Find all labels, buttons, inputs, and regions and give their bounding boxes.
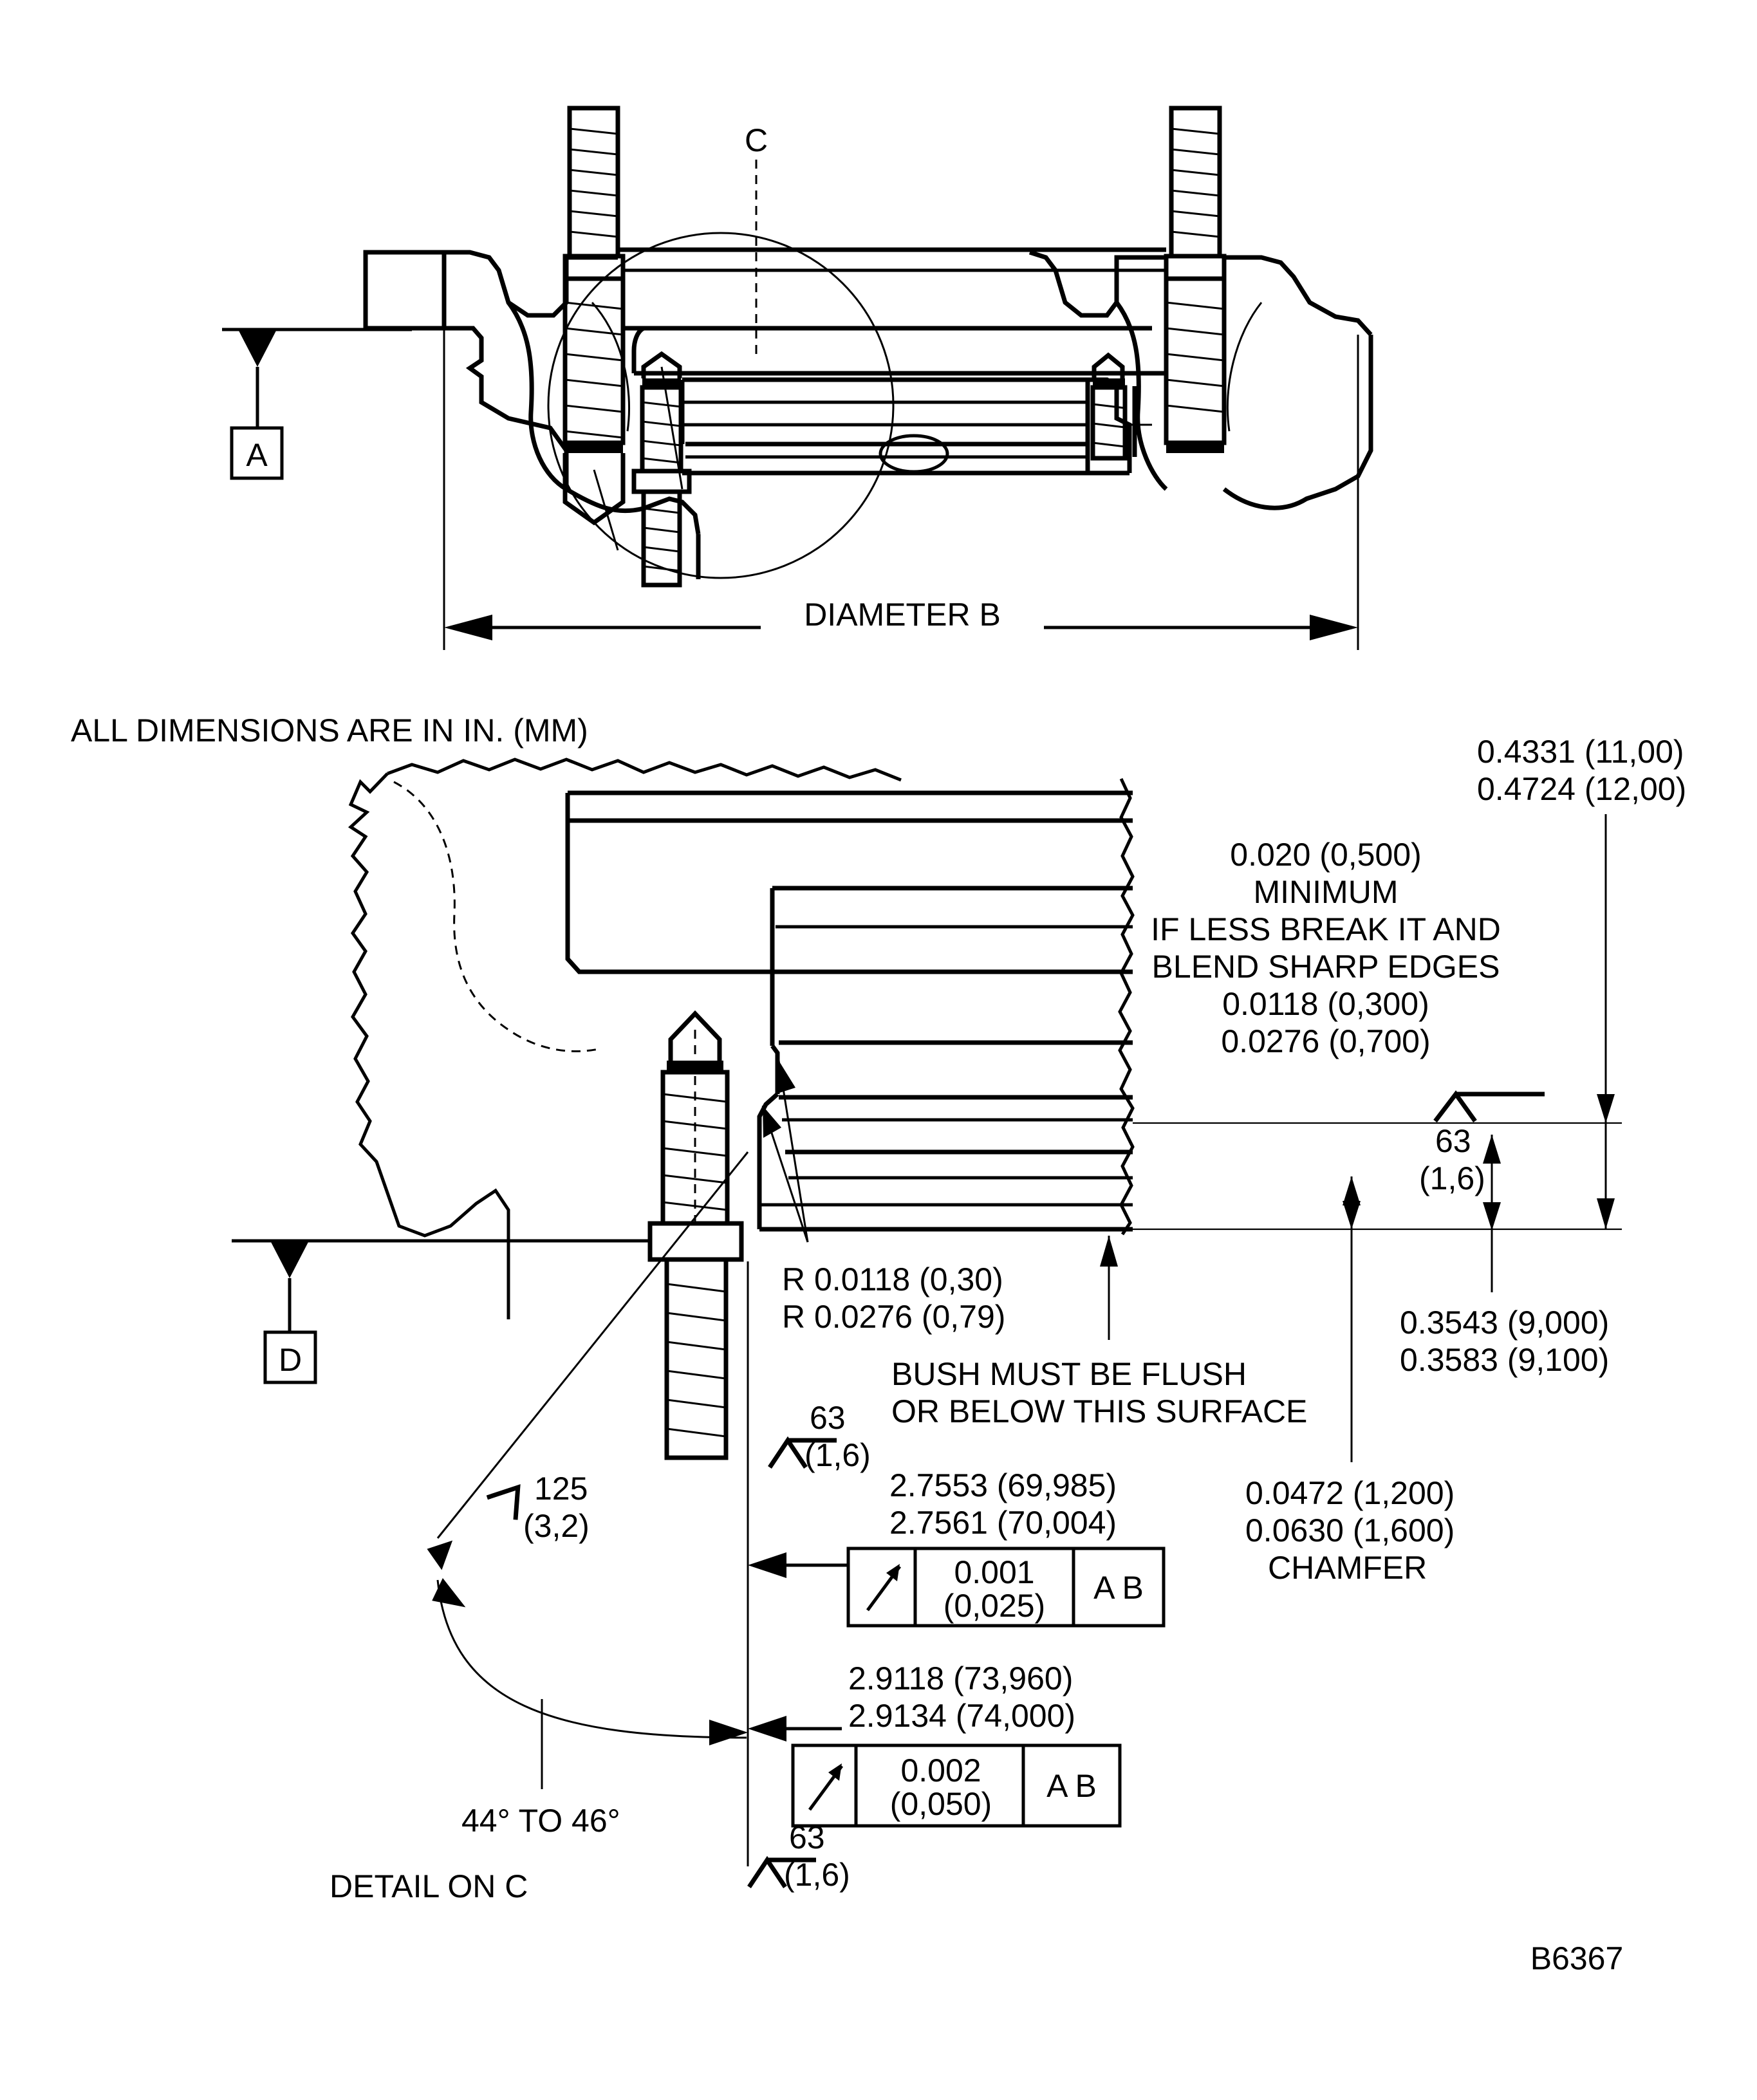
angle-note: 44° TO 46° [461, 1803, 620, 1839]
bore-2-control-frame: 0.002 (0,050) A B [791, 1743, 1122, 1828]
bore-2-datums: A B [1046, 1768, 1097, 1804]
drum-top-plate [618, 247, 1169, 376]
bore-1-datums: A B [1093, 1570, 1144, 1606]
bore-2-tolerance-mm: (0,050) [890, 1786, 992, 1822]
finish-63-right-value: 63 [1435, 1123, 1471, 1159]
finish-63-mid: 63 (1,6) [768, 1400, 871, 1473]
chamfer-line-2: 0.0630 (1,600) [1245, 1512, 1455, 1548]
bore-1-tolerance-in: 0.001 [954, 1554, 1034, 1590]
bush-flush-note: BUSH MUST BE FLUSH OR BELOW THIS SURFACE [891, 1236, 1307, 1429]
circular-runout-icon [866, 1564, 902, 1612]
drawing-number: B6367 [1530, 1940, 1624, 1976]
detail-callout-c: C [745, 122, 768, 158]
break-note-line-2: MINIMUM [1254, 874, 1399, 910]
datum-d-label: D [279, 1342, 302, 1378]
height-lower-2: 0.3583 (9,100) [1400, 1342, 1609, 1378]
upper-height-dimension: 0.4331 (11,00) 0.4724 (12,00) [1133, 734, 1686, 1231]
diameter-b-label: DIAMETER B [804, 597, 1001, 633]
stud-right-lower [1090, 352, 1128, 461]
hub-casting-right [1028, 250, 1373, 510]
chamfer-dimension: 0.0472 (1,200) 0.0630 (1,600) CHAMFER [1245, 1176, 1455, 1586]
break-note-line-5: 0.0118 (0,300) [1222, 986, 1429, 1022]
finish-63-bottom-value: 63 [789, 1819, 825, 1855]
detail-view-group: D 0.020 (0,500) MINIMUM IF LESS BREAK IT… [232, 734, 1686, 1904]
break-note-line-6: 0.0276 (0,700) [1221, 1023, 1430, 1059]
height-upper-2: 0.4724 (12,00) [1477, 771, 1686, 807]
bore-1-tolerance-mm: (0,025) [944, 1588, 1045, 1624]
detail-view-title: DETAIL ON C [330, 1868, 528, 1904]
finish-125-and-angle: 125 (3,2) 44° TO 46° [427, 1151, 749, 1839]
finish-125-value: 125 [534, 1471, 588, 1507]
bore-1-lower: 2.7561 (70,004) [889, 1505, 1117, 1541]
stud-left-upper [562, 106, 626, 551]
datum-a-label: A [246, 437, 268, 473]
radius-callouts: R 0.0118 (0,30) R 0.0276 (0,79) [761, 1060, 1005, 1335]
stud-right-upper [1164, 106, 1227, 453]
bore-2-tolerance-in: 0.002 [900, 1752, 981, 1789]
chamfer-label: CHAMFER [1268, 1550, 1427, 1586]
bush-note-line-1: BUSH MUST BE FLUSH [891, 1356, 1247, 1392]
radius-callout-1: R 0.0118 (0,30) [782, 1261, 1003, 1297]
bore-1-control-frame: 0.001 (0,025) A B [846, 1547, 1166, 1628]
units-note: ALL DIMENSIONS ARE IN IN. (MM) [71, 712, 588, 748]
diameter-b-dimension: DIAMETER B [443, 330, 1359, 650]
datum-d-symbol: D [232, 1239, 650, 1384]
bore-1-upper: 2.7553 (69,985) [889, 1467, 1117, 1503]
detail-circle-c [547, 232, 895, 579]
break-note-line-3: IF LESS BREAK IT AND [1151, 911, 1501, 947]
height-upper-1: 0.4331 (11,00) [1477, 734, 1684, 770]
finish-125-metric: (3,2) [523, 1508, 590, 1544]
bush-note-line-2: OR BELOW THIS SURFACE [891, 1393, 1307, 1429]
lower-height-dimension: 0.3543 (9,000) 0.3583 (9,100) [1400, 1135, 1609, 1378]
finish-63-bottom: 63 (1,6) [747, 1819, 850, 1893]
hub-casting-left [363, 250, 701, 579]
bore-2-dimension: 2.9118 (73,960) 2.9134 (74,000) 0.002 (0… [748, 1660, 1122, 1828]
datum-a-symbol: A [222, 328, 412, 480]
radius-callout-2: R 0.0276 (0,79) [782, 1299, 1005, 1335]
finish-63-mid-metric: (1,6) [804, 1437, 871, 1473]
casting-break-outline [348, 757, 902, 1319]
stud-left-lower [631, 351, 692, 588]
bore-2-upper: 2.9118 (73,960) [848, 1660, 1073, 1696]
top-view-group: C A DIAMETER B [222, 106, 1373, 650]
bore-1-dimension: 2.7553 (69,985) 2.7561 (70,004) 0.001 (0… [748, 1467, 1166, 1628]
finish-63-right: 63 (1,6) [1419, 1090, 1545, 1196]
detail-stud [647, 1010, 744, 1460]
finish-63-bottom-metric: (1,6) [784, 1857, 850, 1893]
bore-2-lower: 2.9134 (74,000) [848, 1698, 1075, 1734]
bore-block [680, 377, 1152, 476]
height-lower-1: 0.3543 (9,000) [1400, 1305, 1609, 1341]
break-edge-note: 0.020 (0,500) MINIMUM IF LESS BREAK IT A… [1151, 837, 1501, 1059]
break-note-line-4: BLEND SHARP EDGES [1152, 949, 1500, 985]
machined-profile [565, 777, 1135, 1236]
circular-runout-icon [808, 1763, 844, 1811]
finish-63-right-metric: (1,6) [1419, 1160, 1485, 1196]
chamfer-line-1: 0.0472 (1,200) [1245, 1475, 1455, 1511]
finish-63-mid-value: 63 [810, 1400, 846, 1436]
break-note-line-1: 0.020 (0,500) [1230, 837, 1421, 873]
